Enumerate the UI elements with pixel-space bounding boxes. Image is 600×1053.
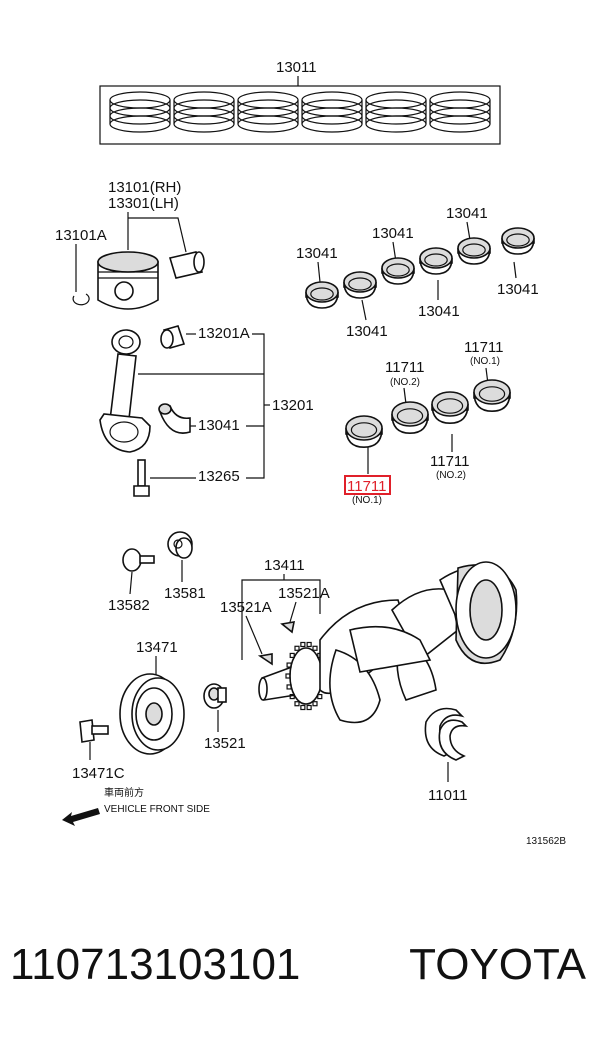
main-bearing-shell [345, 415, 383, 449]
label-13521a-r[interactable]: 13521A [278, 585, 330, 602]
connecting-rod-group: 13201A 13201 13041 13265 [99, 325, 314, 497]
washer-part [122, 548, 155, 572]
key-part-upper [280, 621, 296, 634]
piston-ring [429, 91, 491, 133]
connecting-rod-part [99, 329, 151, 453]
label-13041-f[interactable]: 13041 [346, 323, 388, 340]
label-13521[interactable]: 13521 [204, 735, 246, 752]
crankshaft-group: 13411 13521A 13521A [220, 557, 518, 724]
label-13521a-l[interactable]: 13521A [220, 599, 272, 616]
thrust-washer-group: 11011 [424, 707, 469, 804]
snap-ring-part [72, 293, 90, 306]
label-13201a[interactable]: 13201A [198, 325, 250, 342]
label-13581[interactable]: 13581 [164, 585, 206, 602]
flange-part [167, 531, 193, 559]
piston-part [97, 251, 159, 310]
label-11711-no2-top[interactable]: 11711 [385, 359, 425, 376]
label-13041-c[interactable]: 13041 [446, 205, 488, 222]
label-no1-bot: (NO.1) [352, 495, 382, 506]
thrust-washer-part [424, 707, 469, 761]
piston-ring-set: 13011 [99, 59, 501, 145]
conrod-bearing-shell [457, 237, 491, 265]
piston-ring [237, 91, 299, 133]
highlight-box [344, 475, 391, 495]
pulley-bolt-part [79, 719, 109, 743]
label-no2-bot: (NO.2) [436, 470, 466, 481]
label-13041-rod[interactable]: 13041 [198, 417, 240, 434]
piston-ring [365, 91, 427, 133]
label-13582[interactable]: 13582 [108, 597, 150, 614]
crankshaft-part [258, 561, 518, 724]
label-front-jp: 車両前方 [104, 786, 144, 799]
front-direction-group: 車両前方 VEHICLE FRONT SIDE [62, 786, 210, 826]
rod-bolt-part [133, 459, 150, 497]
label-13041-a[interactable]: 13041 [296, 245, 338, 262]
footer: 110713103101 TOYOTA [0, 940, 600, 1010]
key-part-lower [257, 653, 273, 666]
label-11011[interactable]: 11011 [428, 787, 468, 804]
label-11711-highlight[interactable]: 11711 [347, 478, 387, 495]
pulley-group: 13471 13521 13471C [72, 639, 246, 782]
conrod-bearing-shell [501, 227, 535, 255]
label-11711-no1-top[interactable]: 11711 [464, 339, 504, 356]
label-13471[interactable]: 13471 [136, 639, 178, 656]
conrod-bearing-shell [305, 281, 339, 309]
label-13265[interactable]: 13265 [198, 468, 240, 485]
footer-brand: TOYOTA [409, 940, 586, 989]
label-13011[interactable]: 13011 [276, 59, 317, 76]
main-bearing-shell [431, 391, 469, 425]
pulley-part [119, 673, 185, 755]
piston-pin-part [168, 251, 205, 279]
label-no2-top: (NO.2) [390, 377, 420, 388]
label-front-en: VEHICLE FRONT SIDE [104, 804, 210, 815]
label-13101rh[interactable]: 13101(RH) [108, 179, 181, 196]
conrod-bearing-shell [343, 271, 377, 299]
diagram-id: 131562B [526, 836, 566, 847]
crank-bolt-washer-group: 13582 13581 [108, 531, 206, 614]
label-13041-e[interactable]: 13041 [418, 303, 460, 320]
label-13301lh[interactable]: 13301(LH) [108, 195, 179, 212]
label-13411[interactable]: 13411 [264, 557, 305, 574]
rod-bearing-part [158, 403, 191, 434]
label-13471c[interactable]: 13471C [72, 765, 125, 782]
conrod-bearing-shell [381, 257, 415, 285]
conrod-bearing-shell [419, 247, 453, 275]
rod-bushing-part [160, 325, 186, 349]
front-arrow-icon [62, 808, 100, 826]
piston-ring [301, 91, 363, 133]
piston-group: 13101(RH) 13301(LH) 13101A [55, 179, 205, 310]
label-13201[interactable]: 13201 [272, 397, 314, 414]
piston-ring [173, 91, 235, 133]
footer-part-number: 110713103101 [10, 940, 301, 989]
main-bearing-shell [391, 401, 429, 435]
main-bearing-shell [473, 379, 511, 413]
engine-parts-diagram: 13011 13101(RH) 13301(LH) 13101A 13041 1… [55, 59, 566, 847]
label-13101a[interactable]: 13101A [55, 227, 107, 244]
label-13041-b[interactable]: 13041 [372, 225, 414, 242]
sprocket-part [203, 683, 227, 709]
label-11711-no2-bot[interactable]: 11711 [430, 453, 470, 470]
label-no1-top: (NO.1) [470, 356, 500, 367]
upper-bearing-group: 13041 13041 13041 13041 13041 13041 [296, 205, 539, 340]
main-bearing-group: 11711 (NO.2) 11711 (NO.1) 11711 (NO.2) 1… [344, 339, 511, 506]
label-13041-d[interactable]: 13041 [497, 281, 539, 298]
piston-ring [109, 91, 171, 133]
